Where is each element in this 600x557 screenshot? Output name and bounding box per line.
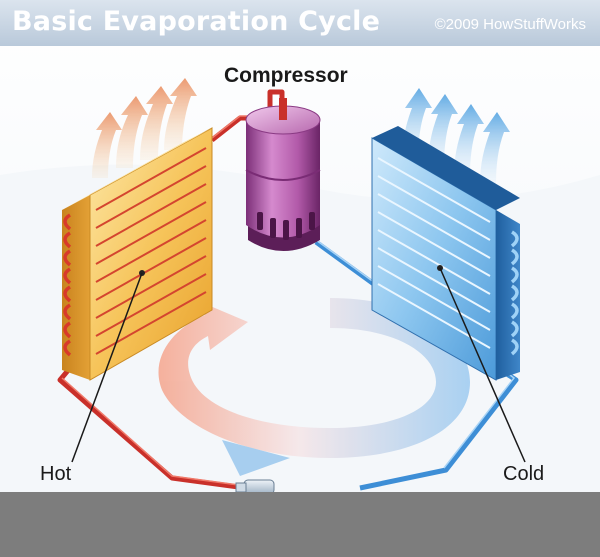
flow-ring <box>158 298 471 476</box>
compressor-label: Compressor <box>224 64 348 87</box>
footer-bar <box>0 492 600 557</box>
cold-coil-label: Cold <box>503 463 545 485</box>
pointer-lines <box>71 267 526 463</box>
warm-air-arrows <box>92 78 197 178</box>
expansion-valve <box>235 479 275 495</box>
compressor-unit <box>245 98 321 251</box>
copyright-credit: ©2009 HowStuffWorks <box>434 16 586 33</box>
hot-coil <box>62 127 213 381</box>
cold-coil <box>371 126 520 381</box>
page-title: Basic Evaporation Cycle <box>12 6 381 37</box>
hot-coil-label: Hot <box>40 463 72 485</box>
